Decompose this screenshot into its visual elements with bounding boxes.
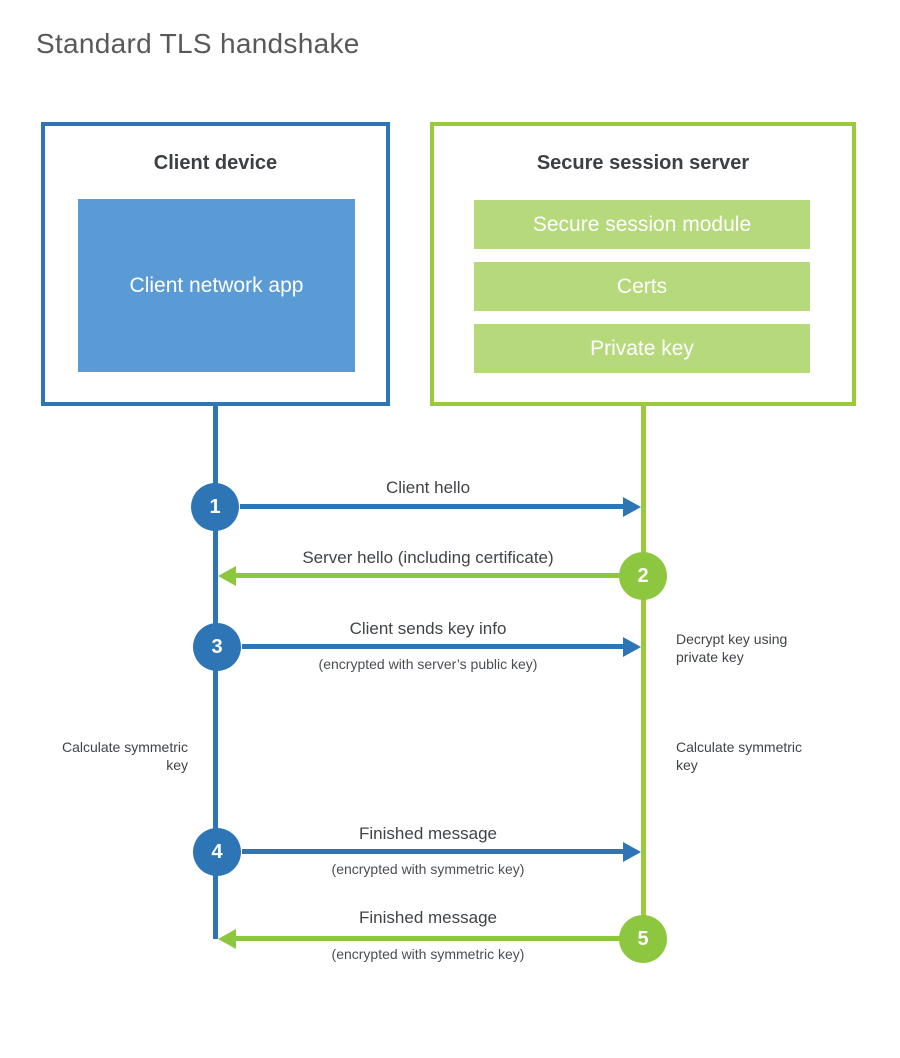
step3-number-badge: 3 (193, 623, 241, 671)
server-module-private-key: Private key (474, 324, 810, 373)
step4-message-sublabel: (encrypted with symmetric key) (331, 861, 525, 877)
client-calculate-symmetric-key-note: Calculate symmetric key (61, 739, 188, 773)
step5-message-sublabel: (encrypted with symmetric key) (331, 946, 525, 962)
page-title: Standard TLS handshake (36, 28, 360, 59)
arrow-step2-shaft (236, 573, 620, 578)
client-device-box: Client device Client network app (41, 122, 390, 406)
client-box-title: Client device (153, 152, 278, 174)
step2-message-label: Server hello (including certificate) (302, 548, 554, 567)
server-module-certs: Certs (474, 262, 810, 311)
arrow-step4-shaft (242, 849, 624, 854)
step1-number-badge: 1 (191, 483, 239, 531)
server-calculate-symmetric-key-note: Calculate symmetric key (676, 739, 803, 773)
client-lifeline (213, 405, 218, 939)
arrow-step1-head-right-icon (623, 497, 641, 517)
arrow-step3-head-right-icon (623, 637, 641, 657)
server-module-label: Certs (616, 274, 668, 298)
step5-message-label: Finished message (359, 908, 497, 927)
step3-message-label: Client sends key info (349, 619, 507, 638)
arrow-step2-head-left-icon (218, 566, 236, 586)
client-network-app-block: Client network app (78, 199, 355, 372)
server-module-label: Private key (590, 336, 694, 360)
step1-message-label: Client hello (385, 478, 471, 497)
arrow-step4-head-right-icon (623, 842, 641, 862)
step2-number-badge: 2 (619, 552, 667, 600)
server-module-label: Secure session module (532, 212, 752, 236)
step5-number-badge: 5 (619, 915, 667, 963)
server-module-secure-session-module: Secure session module (474, 200, 810, 249)
step4-number-badge: 4 (193, 828, 241, 876)
step4-message-label: Finished message (359, 824, 497, 843)
arrow-step5-shaft (236, 936, 620, 941)
arrow-step5-head-left-icon (218, 929, 236, 949)
client-network-app-label: Client network app (129, 273, 304, 297)
secure-session-server-box: Secure session server Secure session mod… (430, 122, 856, 406)
arrow-step3-shaft (242, 644, 624, 649)
server-decrypt-key-note: Decrypt key using private key (676, 631, 788, 665)
server-box-title: Secure session server (536, 152, 750, 174)
step3-message-sublabel: (encrypted with server’s public key) (318, 656, 538, 672)
arrow-step1-shaft (240, 504, 624, 509)
server-lifeline (641, 405, 646, 940)
